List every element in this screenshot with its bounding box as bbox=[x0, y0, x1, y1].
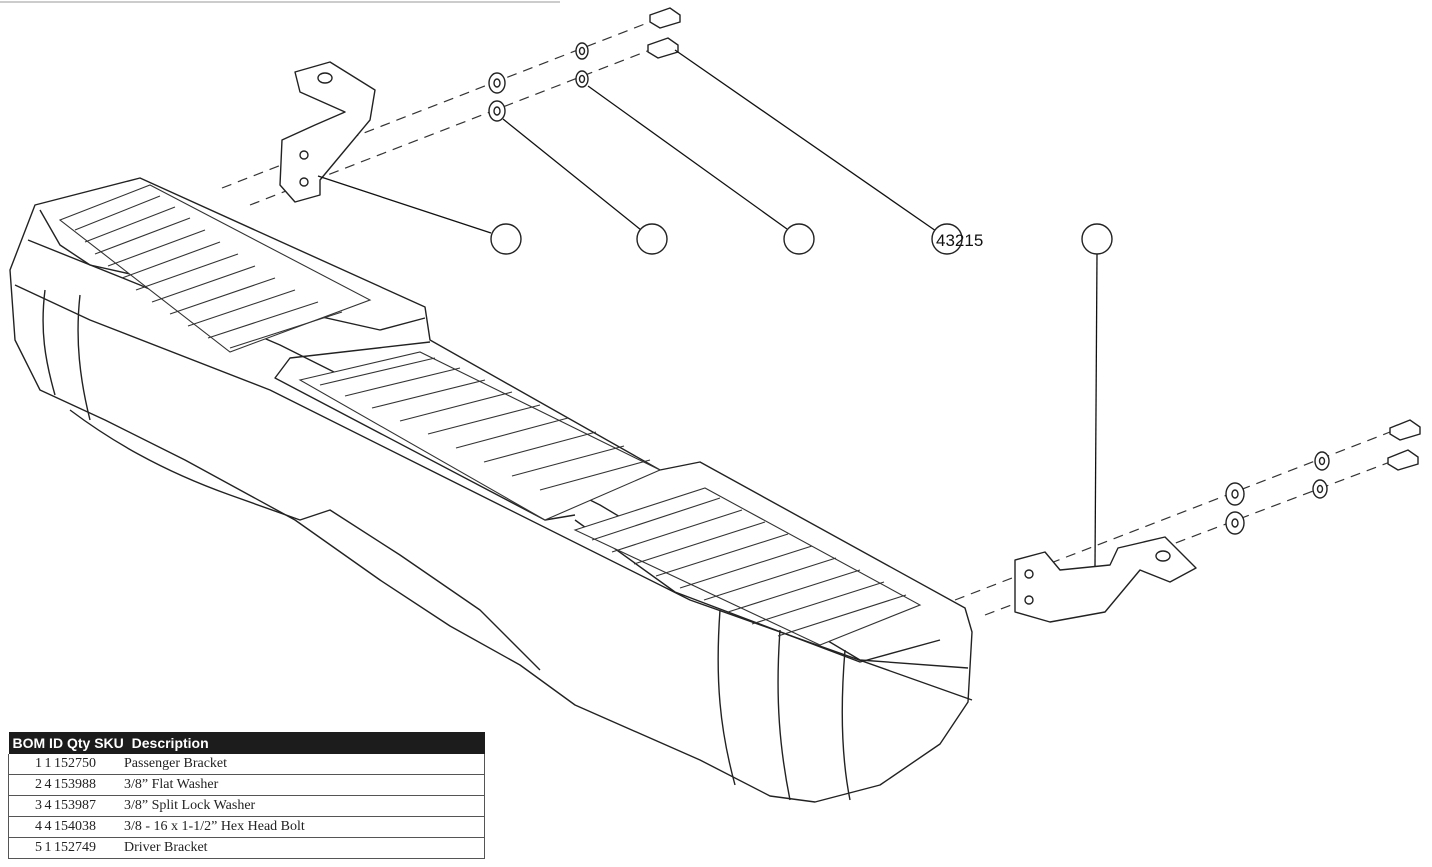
bom-description: Driver Bracket bbox=[120, 837, 485, 859]
bom-sku: 154038 bbox=[52, 816, 120, 838]
bom-qty: 1 bbox=[44, 754, 52, 775]
callout-4-circle bbox=[931, 223, 963, 255]
bom-sku: 153988 bbox=[52, 774, 120, 796]
bom-id: 3 bbox=[8, 795, 44, 817]
bom-id: 2 bbox=[8, 774, 44, 796]
bom-row: 2 4 153988 3/8” Flat Washer bbox=[8, 774, 485, 796]
bom-sku: 152750 bbox=[52, 754, 120, 775]
bom-table: BOM ID Qty SKU Description 1 1 152750 Pa… bbox=[8, 732, 485, 859]
callout-3-circle bbox=[783, 223, 815, 255]
callout-4-label: 43215 bbox=[936, 231, 983, 250]
bom-qty: 1 bbox=[44, 837, 52, 859]
driver-hardware bbox=[1225, 419, 1421, 535]
bom-qty: 4 bbox=[44, 774, 52, 796]
bom-row: 5 1 152749 Driver Bracket bbox=[8, 837, 485, 859]
bom-description: Passenger Bracket bbox=[120, 754, 485, 775]
bom-sku: 153987 bbox=[52, 795, 120, 817]
bom-header-id: BOM ID bbox=[12, 735, 64, 751]
callout-2-circle bbox=[636, 223, 668, 255]
bom-header: BOM ID Qty SKU Description bbox=[8, 732, 485, 754]
bom-qty: 4 bbox=[44, 816, 52, 838]
tread-grooves bbox=[58, 184, 922, 646]
bom-header-row: BOM ID Qty SKU Description bbox=[8, 732, 485, 754]
bom-row: 4 4 154038 3/8 - 16 x 1-1/2” Hex Head Bo… bbox=[8, 816, 485, 838]
callout-labels: 43215 bbox=[936, 231, 983, 250]
bom-sku: 152749 bbox=[52, 837, 120, 859]
callout-bubbles bbox=[490, 223, 1113, 255]
bom-id: 1 bbox=[8, 754, 44, 775]
bom-description: 3/8” Flat Washer bbox=[120, 774, 485, 796]
driver-bracket bbox=[1014, 536, 1197, 623]
bom-id: 4 bbox=[8, 816, 44, 838]
bom-description: 3/8 - 16 x 1-1/2” Hex Head Bolt bbox=[120, 816, 485, 838]
callout-5-circle bbox=[1081, 223, 1113, 255]
bom-qty: 4 bbox=[44, 795, 52, 817]
bom-header-sku: SKU bbox=[94, 735, 124, 751]
bom-header-qty: Qty bbox=[66, 735, 91, 751]
bom-row: 3 4 153987 3/8” Split Lock Washer bbox=[8, 795, 485, 817]
bom-description: 3/8” Split Lock Washer bbox=[120, 795, 485, 817]
bom-row: 1 1 152750 Passenger Bracket bbox=[8, 754, 485, 775]
bom-id: 5 bbox=[8, 837, 44, 859]
passenger-bracket bbox=[279, 61, 376, 203]
leader-lines bbox=[317, 49, 1098, 567]
callout-1-circle bbox=[490, 223, 522, 255]
bom-header-description: Description bbox=[131, 735, 209, 751]
passenger-hardware bbox=[488, 7, 681, 122]
